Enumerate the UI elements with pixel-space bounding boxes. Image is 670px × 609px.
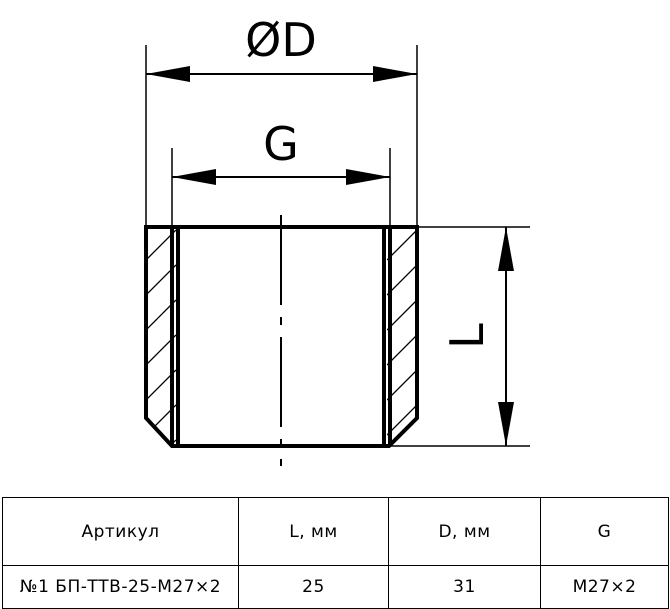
header-length: L, мм [238, 497, 389, 566]
header-diameter: D, мм [388, 497, 541, 566]
header-article: Артикул [2, 497, 239, 566]
table-header-row: Артикул L, мм D, мм G [2, 497, 669, 566]
header-thread: G [540, 497, 669, 566]
spec-table: Артикул L, мм D, мм G №1 БП-ТТВ-25-М27×2… [2, 497, 669, 609]
cell-length: 25 [238, 565, 389, 609]
length-label: L [440, 323, 494, 349]
outer-diameter-label: ØD [245, 13, 317, 67]
cell-thread: М27×2 [540, 565, 669, 609]
outer-diameter-dimension: ØD [146, 13, 417, 82]
cell-diameter: 31 [388, 565, 541, 609]
length-dimension: L [440, 227, 514, 446]
extension-lines [145, 45, 530, 447]
fitting-outline [144, 225, 419, 448]
thread-label: G [263, 117, 299, 171]
thread-dimension: G [172, 117, 390, 185]
cell-article: №1 БП-ТТВ-25-М27×2 [2, 565, 239, 609]
table-row: №1 БП-ТТВ-25-М27×2 25 31 М27×2 [2, 565, 669, 609]
fitting-drawing: ØD G L [144, 13, 530, 466]
